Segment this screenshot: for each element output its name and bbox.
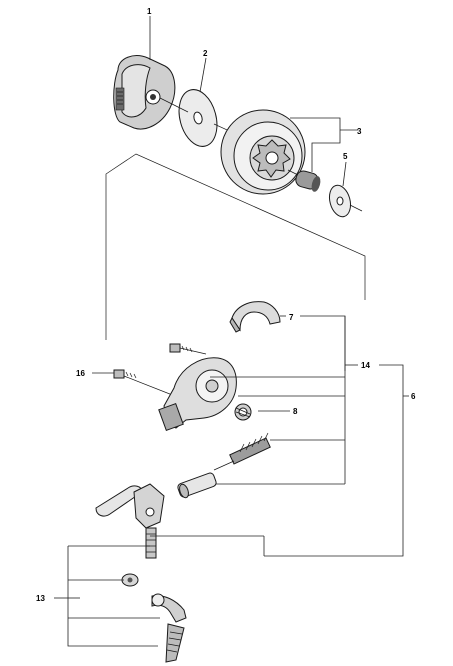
callout-5: 5 [343, 152, 348, 161]
callout-8: 8 [293, 407, 298, 416]
callout-14: 14 [361, 361, 370, 370]
hose-connector-part [121, 573, 139, 587]
callout-7: 7 [289, 313, 294, 322]
oil-hose-part [151, 593, 187, 623]
needle-bearing-part [295, 170, 321, 192]
adjust-lever-part [95, 483, 165, 529]
filter-screen-part [145, 527, 157, 559]
brake-shoe-part [229, 301, 281, 333]
callout-6: 6 [411, 392, 416, 401]
callout-13: 13 [36, 594, 45, 603]
small-washer-part [328, 184, 352, 218]
clutch-drum-part [220, 109, 306, 195]
bolt-upper-part [169, 343, 207, 355]
clutch-part [113, 55, 176, 130]
bolt-lower-part [113, 369, 137, 379]
worm-shaft-part [229, 432, 271, 465]
callout-1: 1 [147, 7, 152, 16]
washer-part [178, 89, 218, 147]
callout-16: 16 [76, 369, 85, 378]
pump-piston-part [177, 472, 217, 499]
oil-filter-part [165, 623, 185, 663]
callout-3: 3 [357, 127, 362, 136]
callout-2: 2 [203, 49, 208, 58]
oil-pump-housing-part [158, 357, 237, 432]
spring-part [234, 403, 252, 421]
